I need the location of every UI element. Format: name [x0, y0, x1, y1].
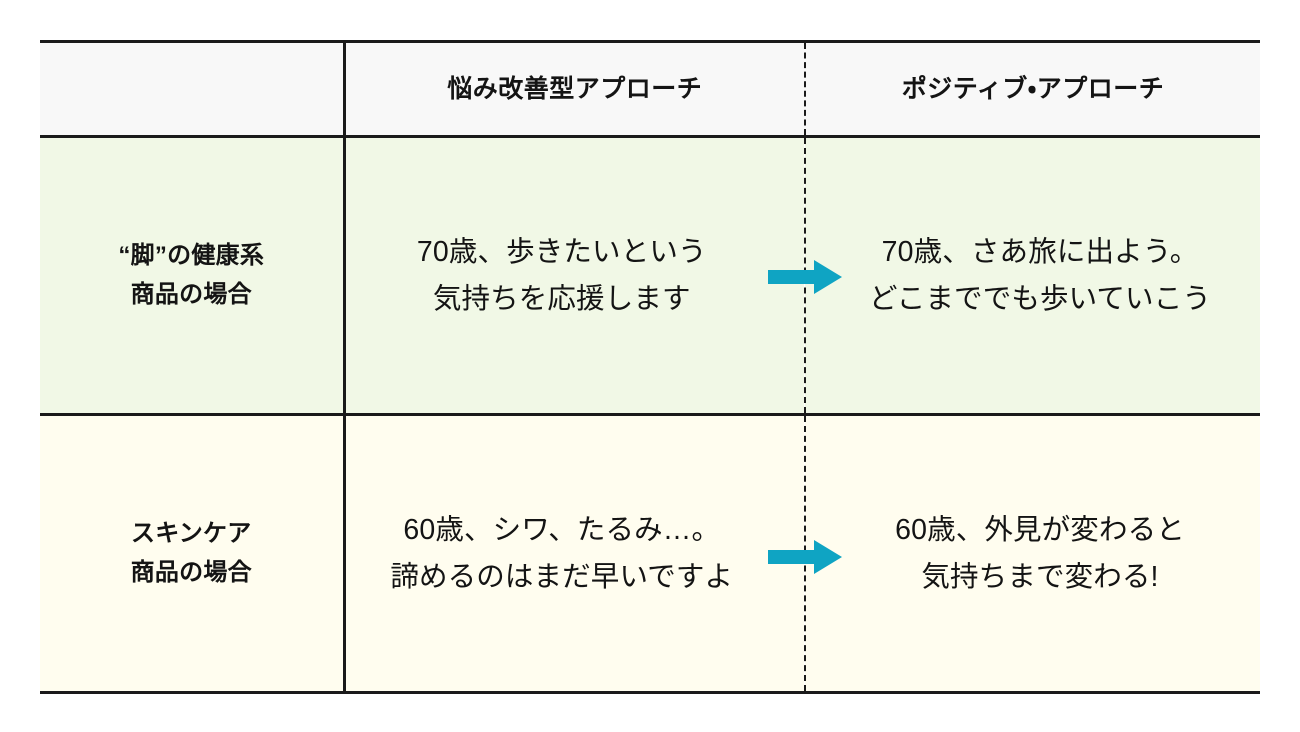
- arrow-right-icon-skincare: [768, 540, 842, 574]
- arrow-overlay: [40, 40, 1260, 691]
- table-row: “脚”の健康系 商品の場合 70歳、歩きたいという 気持ちを応援します 70歳、…: [40, 136, 1260, 416]
- copy-skincare-problem-approach: 60歳、シワ、たるみ…。 諦めるのはまだ早いですよ: [390, 514, 734, 593]
- header-cell-positive-approach: ポジティブ・アプローチ: [805, 40, 1260, 138]
- table-header: 悩み改善型アプローチ ポジティブ・アプローチ: [40, 40, 1260, 138]
- header-label-positive-approach: ポジティブ・アプローチ: [901, 75, 1165, 103]
- row-label-cell-skincare: スキンケア 商品の場合: [40, 414, 346, 694]
- cell-leg-health-problem-approach: 70歳、歩きたいという 気持ちを応援します: [344, 136, 806, 416]
- header-label-problem-approach: 悩み改善型アプローチ: [447, 75, 703, 103]
- table-body: “脚”の健康系 商品の場合 70歳、歩きたいという 気持ちを応援します 70歳、…: [40, 136, 1260, 694]
- header-cell-empty: [40, 40, 346, 138]
- cell-leg-health-positive-approach: 70歳、さあ旅に出よう。 どこまででも歩いていこう: [805, 136, 1260, 416]
- cell-skincare-positive-approach: 60歳、外見が変わると 気持ちまで変わる!: [805, 414, 1260, 694]
- row-label-leg-health: “脚”の健康系 商品の場合: [118, 241, 265, 308]
- row-label-skincare: スキンケア 商品の場合: [130, 519, 252, 586]
- copy-leg-health-positive-approach: 70歳、さあ旅に出よう。 どこまででも歩いていこう: [868, 236, 1211, 315]
- comparison-table-container: 悩み改善型アプローチ ポジティブ・アプローチ “脚”の健康系 商品の場合 70歳…: [40, 40, 1260, 694]
- table-row: スキンケア 商品の場合 60歳、シワ、たるみ…。 諦めるのはまだ早いですよ 60…: [40, 414, 1260, 694]
- header-cell-problem-approach: 悩み改善型アプローチ: [344, 40, 806, 138]
- copy-leg-health-problem-approach: 70歳、歩きたいという 気持ちを応援します: [416, 236, 707, 315]
- table-header-row: 悩み改善型アプローチ ポジティブ・アプローチ: [40, 40, 1260, 138]
- arrow-right-icon-leg-health: [768, 260, 842, 294]
- comparison-table: 悩み改善型アプローチ ポジティブ・アプローチ “脚”の健康系 商品の場合 70歳…: [40, 40, 1260, 694]
- copy-skincare-positive-approach: 60歳、外見が変わると 気持ちまで変わる!: [895, 514, 1185, 593]
- row-label-cell-leg-health: “脚”の健康系 商品の場合: [40, 136, 346, 416]
- cell-skincare-problem-approach: 60歳、シワ、たるみ…。 諦めるのはまだ早いですよ: [344, 414, 806, 694]
